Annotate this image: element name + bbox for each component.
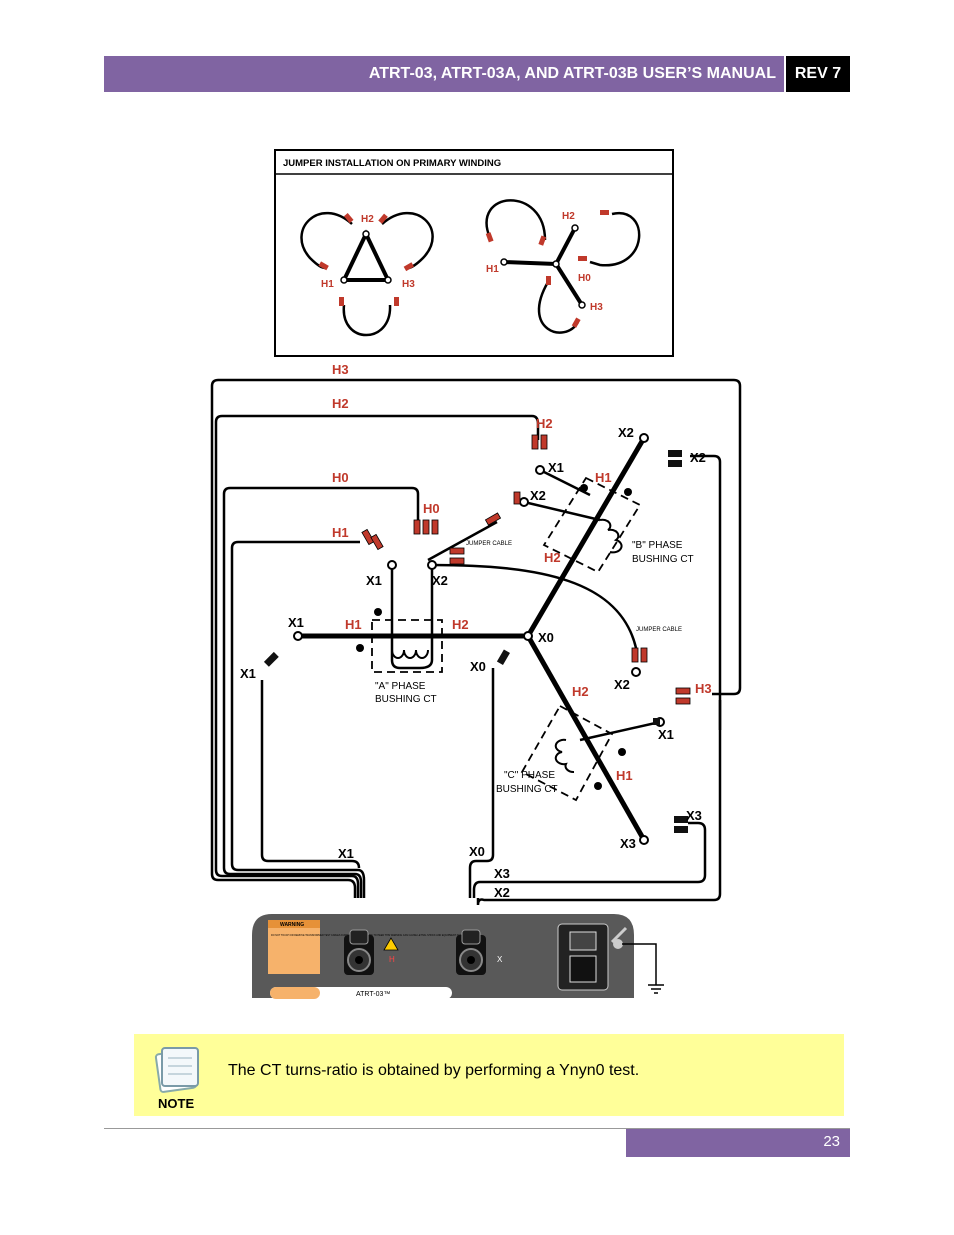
lead-label-h3: H3 <box>332 362 349 377</box>
warning-title: WARNING <box>280 922 304 928</box>
note-text: The CT turns-ratio is obtained by perfor… <box>228 1062 640 1079</box>
ct-coils <box>391 518 623 773</box>
lead-label-x0: X0 <box>469 844 485 859</box>
term-x1-b: X1 <box>548 460 564 475</box>
term-x1-left: X1 <box>288 615 304 630</box>
ct-c-label-2: BUSHING CT <box>496 784 558 795</box>
lead-label-x1: X1 <box>338 846 354 861</box>
term-x1-a: X1 <box>366 573 382 588</box>
clip-x2-right: X2 <box>690 450 706 465</box>
clip-label-h2-b: H2 <box>536 416 553 431</box>
ct-a-h1: H1 <box>345 617 362 632</box>
inset-wye-h3: H3 <box>590 302 603 313</box>
header-bar: ATRT-03, ATRT-03A, AND ATRT-03B USER’S M… <box>104 56 784 92</box>
ct-c-h2: H2 <box>572 684 589 699</box>
page-number: 23 <box>823 1133 840 1150</box>
term-x1-c: X1 <box>658 727 674 742</box>
panel-h-label: H <box>389 955 395 964</box>
panel-x-label: X <box>497 955 503 964</box>
ct-b-label-2: BUSHING CT <box>632 554 694 565</box>
ct-a-label-2: BUSHING CT <box>375 694 437 705</box>
clips <box>263 434 691 833</box>
clip-label-h0: H0 <box>423 501 440 516</box>
inset-title: JUMPER INSTALLATION ON PRIMARY WINDING <box>283 158 501 169</box>
term-x3: X3 <box>620 836 636 851</box>
test-leads <box>210 378 742 906</box>
lead-label-h1: H1 <box>332 525 349 540</box>
clip-label-h3: H3 <box>695 681 712 696</box>
inset-wye-h0: H0 <box>578 273 591 284</box>
term-x2-top: X2 <box>618 425 634 440</box>
note-box: The CT turns-ratio is obtained by perfor… <box>134 1034 844 1116</box>
lead-label-x3: X3 <box>494 866 510 881</box>
clip-x0: X0 <box>470 659 486 674</box>
footer-divider <box>104 1128 850 1129</box>
lead-label-h0: H0 <box>332 470 349 485</box>
inset-delta-h1: H1 <box>321 279 334 290</box>
jumper-cable-label-2: JUMPER CABLE <box>636 627 682 633</box>
inset-delta-h3: H3 <box>402 279 415 290</box>
term-x2-c: X2 <box>614 677 630 692</box>
lead-label-x2: X2 <box>494 885 510 900</box>
ct-a-label-1: "A" PHASE <box>375 681 426 692</box>
polarity-dots <box>356 484 632 790</box>
ct-a-h2: H2 <box>452 617 469 632</box>
inset-wye-h2: H2 <box>562 211 575 222</box>
header-title: ATRT-03, ATRT-03A, AND ATRT-03B USER’S M… <box>368 65 776 82</box>
lead-label-h2: H2 <box>332 396 349 411</box>
jumper-inset: JUMPER INSTALLATION ON PRIMARY WINDING H… <box>274 149 674 357</box>
ct-boxes <box>371 476 642 802</box>
panel-model: ATRT-03™ <box>356 991 390 998</box>
bus-bars <box>298 436 647 842</box>
notepad-icon <box>154 1047 199 1093</box>
jumper-cable-label-1: JUMPER CABLE <box>466 541 512 547</box>
ct-c-h1: H1 <box>616 768 633 783</box>
inset-wye-h1: H1 <box>486 264 499 275</box>
term-x0: X0 <box>538 630 554 645</box>
inset-delta-h2: H2 <box>361 214 374 225</box>
ct-b-h1: H1 <box>595 470 612 485</box>
term-x2-a: X2 <box>432 573 448 588</box>
term-x2-b: X2 <box>530 488 546 503</box>
instrument-panel: WARNING DO NOT TOUCH OR REMOVE TRANSFORM… <box>252 914 664 999</box>
revision-badge: REV 7 <box>786 56 850 92</box>
ct-c-label-1: "C" PHASE <box>504 770 555 781</box>
clip-x3: X3 <box>686 808 702 823</box>
wiring-diagram: JUMPER INSTALLATION ON PRIMARY WINDING H… <box>210 149 742 999</box>
ct-b-h2: H2 <box>544 550 561 565</box>
clip-x1-left: X1 <box>240 666 256 681</box>
note-label: NOTE <box>158 1096 195 1111</box>
ct-b-label-1: "B" PHASE <box>632 540 683 551</box>
footer-bar: 23 <box>626 1129 850 1157</box>
